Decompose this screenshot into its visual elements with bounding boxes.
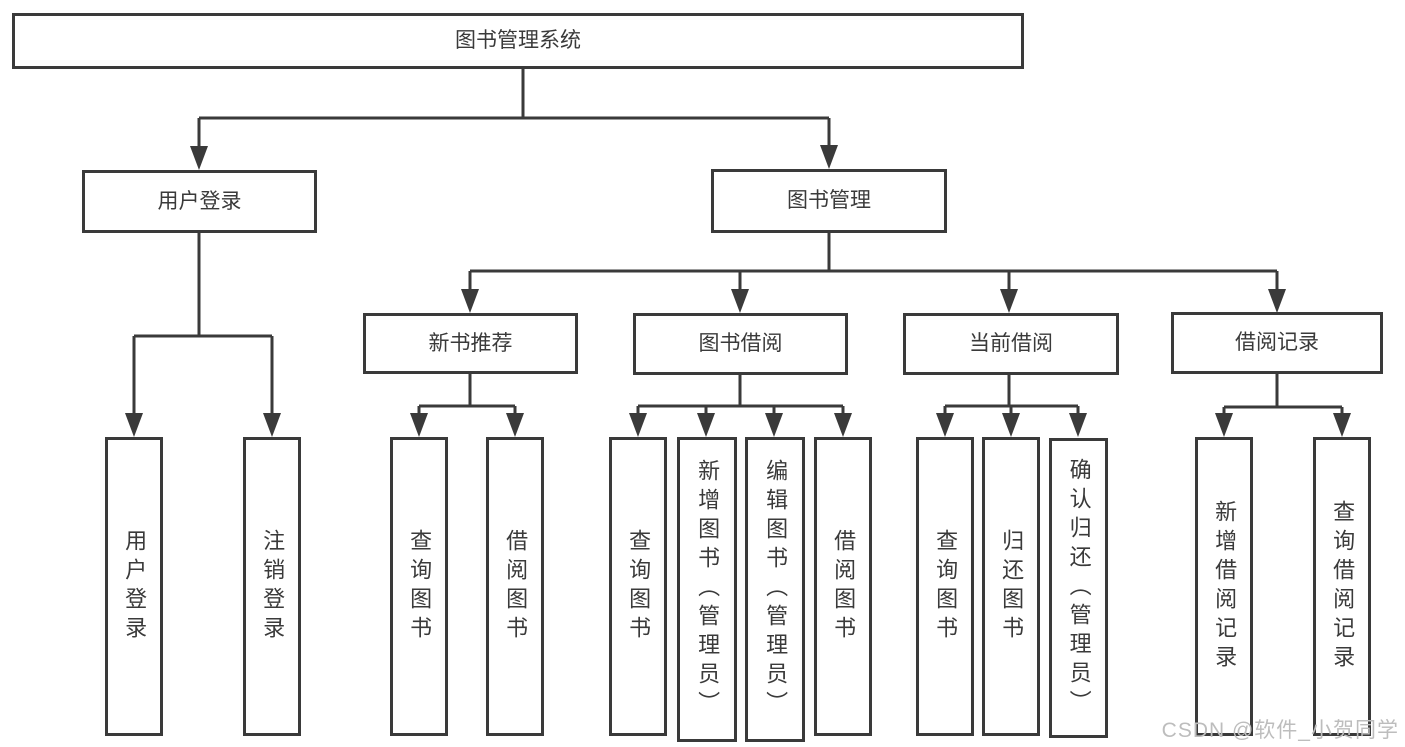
leaf-borrow-books: 借阅图书 [814, 437, 872, 736]
leaf-logout: 注销登录 [243, 437, 301, 736]
leaf-confirm-return-admin: 确认归还（管理员） [1049, 438, 1108, 738]
connector-root-to-level2 [197, 69, 831, 150]
connector-recommend-children [417, 374, 517, 419]
csdn-watermark: CSDN @软件_小贺同学 [1161, 719, 1399, 742]
node-current-borrowing: 当前借阅 [903, 313, 1119, 375]
leaf-add-borrow-record: 新增借阅记录 [1195, 437, 1253, 736]
node-book-management: 图书管理 [711, 169, 947, 233]
connector-user-login-children [132, 233, 274, 417]
connector-current-children [943, 375, 1080, 419]
leaf-edit-book-admin: 编辑图书（管理员） [745, 437, 805, 742]
connector-book-mgmt-children [468, 233, 1279, 295]
node-borrowing-records: 借阅记录 [1171, 312, 1383, 374]
leaf-query-books-recommend: 查询图书 [390, 437, 448, 736]
leaf-query-books-current: 查询图书 [916, 437, 974, 736]
connector-records-children [1222, 374, 1344, 419]
leaf-return-books: 归还图书 [982, 437, 1040, 736]
leaf-query-borrow-record: 查询借阅记录 [1313, 437, 1371, 736]
node-book-borrowing: 图书借阅 [633, 313, 848, 375]
leaf-borrow-books-recommend: 借阅图书 [486, 437, 544, 736]
connector-borrow-children [636, 375, 845, 419]
leaf-query-books-borrow: 查询图书 [609, 437, 667, 736]
leaf-user-login: 用户登录 [105, 437, 163, 736]
node-user-login: 用户登录 [82, 170, 317, 233]
node-new-book-recommend: 新书推荐 [363, 313, 578, 374]
node-system-root: 图书管理系统 [12, 13, 1024, 69]
leaf-add-book-admin: 新增图书（管理员） [677, 437, 737, 742]
